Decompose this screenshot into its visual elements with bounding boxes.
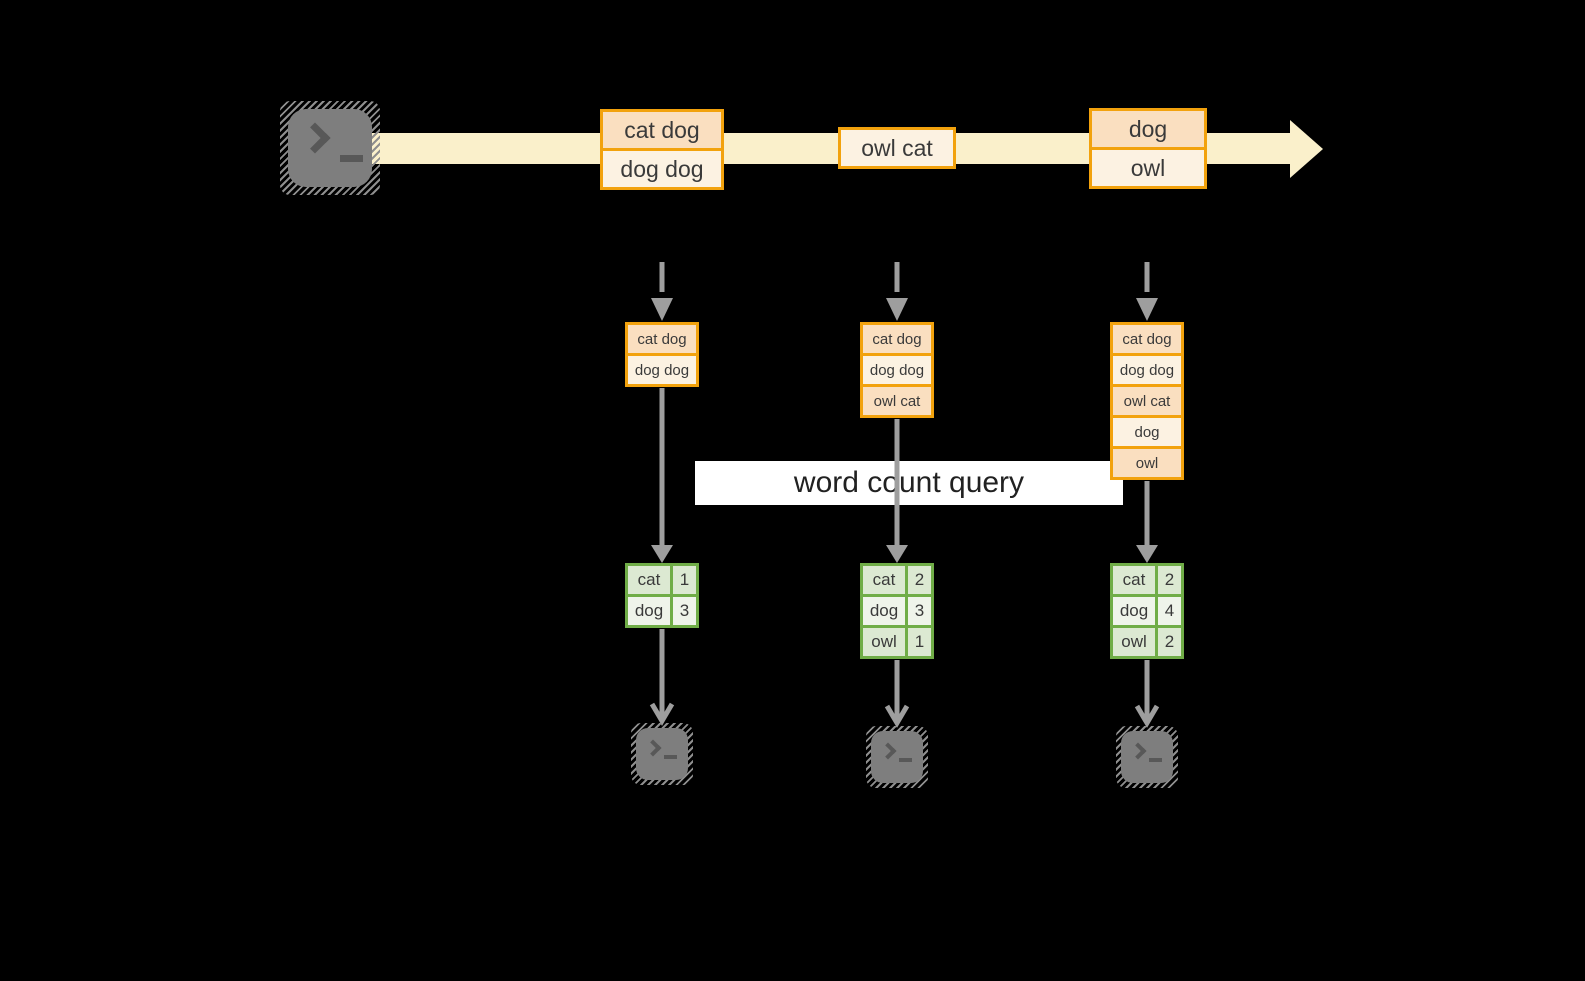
state-row: cat dog <box>1113 325 1181 353</box>
query-label: word count query <box>695 461 1123 505</box>
count-value-cell: 1 <box>673 566 696 594</box>
terminal-output-icon <box>631 723 693 785</box>
stream-arrowhead-icon <box>1290 120 1323 178</box>
state-row: owl cat <box>1113 384 1181 415</box>
count-word-cell: owl <box>1113 628 1155 656</box>
count-table-2: cat 2 dog 3 owl 1 <box>860 563 934 659</box>
batch-row: dog <box>1092 111 1204 147</box>
prompt-underscore-icon <box>664 755 677 759</box>
stream-batch-1: cat dog dog dog <box>600 109 724 190</box>
state-row: owl cat <box>863 384 931 415</box>
batch-row: dog dog <box>603 148 721 187</box>
output-arrow-icon <box>649 629 1160 728</box>
terminal-body <box>871 731 923 783</box>
state-box-3: cat dog dog dog owl cat dog owl <box>1110 322 1184 480</box>
query-label-text: word count query <box>793 466 1025 499</box>
query-arrow-icon <box>651 388 1158 563</box>
count-word-cell: cat <box>863 566 905 594</box>
count-word-cell: cat <box>1113 566 1155 594</box>
count-word-cell: dog <box>863 597 905 625</box>
prompt-chevron-icon <box>1129 742 1147 760</box>
count-table-3: cat 2 dog 4 owl 2 <box>1110 563 1184 659</box>
terminal-output-icon <box>866 726 928 788</box>
trigger-arrow-icon <box>651 262 1158 321</box>
batch-row: owl <box>1092 147 1204 186</box>
count-value-cell: 2 <box>1158 566 1181 594</box>
terminal-source-icon <box>280 101 380 195</box>
count-word-cell: dog <box>628 597 670 625</box>
state-row: dog <box>1113 415 1181 446</box>
count-value-cell: 4 <box>1158 597 1181 625</box>
state-row: cat dog <box>863 325 931 353</box>
count-value-cell: 3 <box>673 597 696 625</box>
stream-batch-3: dog owl <box>1089 108 1207 189</box>
prompt-chevron-icon <box>879 742 897 760</box>
prompt-underscore-icon <box>340 155 363 162</box>
state-row: dog dog <box>1113 353 1181 384</box>
count-value-cell: 2 <box>908 566 931 594</box>
count-word-cell: dog <box>1113 597 1155 625</box>
terminal-body <box>636 728 688 780</box>
stream-batch-2: owl cat <box>838 127 956 169</box>
terminal-body <box>288 109 372 187</box>
count-value-cell: 1 <box>908 628 931 656</box>
state-row: owl <box>1113 446 1181 477</box>
count-value-cell: 3 <box>908 597 931 625</box>
terminal-body <box>1121 731 1173 783</box>
batch-row: owl cat <box>841 130 953 166</box>
prompt-chevron-icon <box>299 122 331 154</box>
state-box-2: cat dog dog dog owl cat <box>860 322 934 418</box>
state-row: dog dog <box>863 353 931 384</box>
prompt-underscore-icon <box>899 758 912 762</box>
count-word-cell: cat <box>628 566 670 594</box>
state-row: cat dog <box>628 325 696 353</box>
count-value-cell: 2 <box>1158 628 1181 656</box>
prompt-underscore-icon <box>1149 758 1162 762</box>
count-table-1: cat 1 dog 3 <box>625 563 699 628</box>
count-word-cell: owl <box>863 628 905 656</box>
batch-row: cat dog <box>603 112 721 148</box>
prompt-chevron-icon <box>644 739 662 757</box>
terminal-output-icon <box>1116 726 1178 788</box>
state-row: dog dog <box>628 353 696 384</box>
state-box-1: cat dog dog dog <box>625 322 699 387</box>
